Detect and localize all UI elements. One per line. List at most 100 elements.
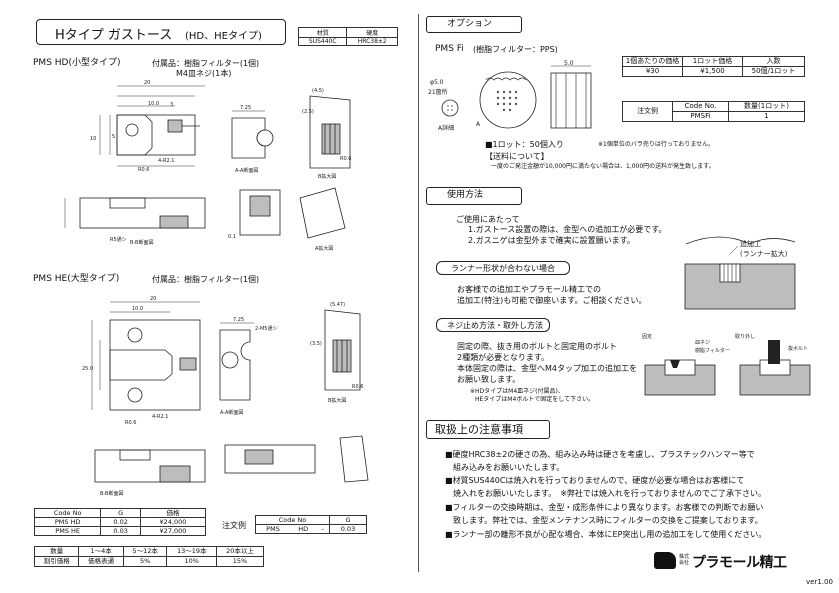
- screw-fig-bolt: 抜ボルト: [788, 345, 808, 352]
- svg-text:(3.5): (3.5): [310, 341, 322, 347]
- option-order-code: PMSFi: [672, 111, 729, 122]
- order-code-type: HD: [290, 524, 317, 534]
- handling-item-6: 致します。弊社では、金型メンテナンス時にフィルターの交換をご提案しております。: [445, 516, 763, 525]
- discount-table: 数量 1〜4本 5〜12本 13〜19本 20本以上 割引価格 価格表通 5% …: [33, 546, 264, 567]
- discount-qty-label: 数量: [33, 546, 80, 557]
- price-header-price: 価格: [140, 508, 206, 518]
- runner-text-1: お客様での追加工やプラモール精工での: [457, 285, 601, 294]
- option-title-box: オプション: [426, 16, 522, 33]
- order-code-prefix: PMS: [255, 524, 290, 534]
- he-end-view: [224, 444, 316, 474]
- price-value-he: ¥27,000: [140, 526, 206, 536]
- option-order-code-header: Code No.: [672, 101, 729, 112]
- handling-title: 取扱上の注意事項: [435, 423, 523, 436]
- order-code-g: 0.03: [328, 524, 368, 534]
- runner-label-2: (ランナー拡大): [740, 249, 788, 258]
- option-unit-price-header: 1個あたりの価格: [622, 56, 683, 67]
- svg-text:R5通シ: R5通シ: [110, 236, 127, 243]
- runner-label-1: 追加工: [740, 239, 761, 248]
- svg-text:10.0: 10.0: [132, 306, 143, 312]
- svg-text:R0.6: R0.6: [125, 420, 136, 426]
- he-section-bb: B-B断面図: [94, 449, 206, 497]
- screw-fig-filter: 樹脂フィルター: [695, 347, 730, 354]
- discount-rate-2: 5%: [122, 556, 168, 567]
- usage-title-box: 使用方法: [426, 187, 522, 205]
- hd-section-aa: 7.25 A-A断面図: [231, 105, 274, 174]
- runner-figure: 追加工 (ランナー拡大): [684, 236, 796, 310]
- svg-text:4-R2.1: 4-R2.1: [152, 414, 168, 420]
- option-unit-price: ¥30: [622, 66, 683, 77]
- screw-title-box: ネジ止め方法・取外し方法: [436, 318, 550, 332]
- runner-title: ランナー形状が合わない場合: [451, 264, 555, 273]
- screw-text-3: 本体固定の際は、金型へM4タップ加工の追加工を: [457, 364, 637, 373]
- he-detail-a: [339, 435, 369, 483]
- filter-dim-a: A: [476, 121, 481, 128]
- discount-rate-4: 15%: [216, 556, 264, 567]
- svg-text:R0.6: R0.6: [340, 156, 351, 162]
- price-header-g: G: [100, 508, 141, 518]
- lot-note: ■1ロット：50個入り: [485, 140, 564, 149]
- usage-title: 使用方法: [447, 190, 484, 200]
- svg-text:A拡大図: A拡大図: [315, 245, 333, 252]
- filter-dim-holes: 21箇所: [428, 88, 448, 96]
- company-logo: 株式会社 プラモール精工: [654, 551, 819, 571]
- order-header-g: G: [328, 515, 368, 525]
- screw-text-4: お願い致します。: [457, 375, 521, 384]
- svg-text:5: 5: [112, 134, 115, 140]
- screw-figure: 固定 皿ネジ 樹脂フィルター 取り外し 抜ボルト: [642, 333, 811, 396]
- svg-text:7.25: 7.25: [240, 105, 251, 111]
- page-subtitle: (HD、HEタイプ): [185, 31, 262, 42]
- lot-note-2: ※1個単位のバラ売りは行っておりません。: [598, 141, 715, 148]
- discount-qty-2: 5〜12本: [122, 546, 168, 557]
- svg-text:10: 10: [90, 136, 96, 142]
- hd-detail-b: (4.5) (2.5) R0.6 B拡大図: [302, 88, 351, 180]
- price-table: Code No G 価格 PMS HD 0.02 ¥24,000 PMS HE …: [33, 508, 206, 536]
- column-divider: [418, 14, 419, 572]
- he-m5-label: 2-M5通シ: [255, 325, 277, 332]
- handling-item-2: 組み込みをお願いいたします。: [445, 463, 565, 472]
- svg-text:0.1: 0.1: [228, 234, 236, 240]
- hd-accessory-2: M4皿ネジ(1本): [176, 69, 232, 78]
- order-example-table: Code No G PMS HD - 0.03: [255, 515, 368, 534]
- price-header-code: Code No: [33, 508, 102, 518]
- he-label-bb: B-B断面図: [100, 490, 124, 497]
- page-title: Hタイプ ガストース: [55, 28, 173, 43]
- price-g-hd: 0.02: [100, 517, 141, 527]
- runner-title-box: ランナー形状が合わない場合: [436, 261, 570, 275]
- svg-text:10.0: 10.0: [148, 101, 159, 107]
- table-row: PMS HD 0.02 ¥24,000: [33, 517, 206, 527]
- price-code-he: PMS HE: [33, 526, 102, 536]
- option-qty-header: 入数: [742, 56, 805, 67]
- discount-qty-3: 13〜19本: [166, 546, 217, 557]
- screw-text-1: 固定の際、抜き用のボルトと固定用のボルト: [457, 342, 617, 351]
- svg-text:A-A断面図: A-A断面図: [235, 167, 258, 174]
- he-drawings: 20 10.0 25.0 4-R2.1 R0.6 7.25 2-M5通シ A-A…: [82, 296, 369, 497]
- option-title: オプション: [447, 19, 493, 29]
- svg-text:B-B断面図: B-B断面図: [130, 239, 154, 246]
- option-qty: 50個/1ロット: [742, 66, 805, 77]
- svg-text:20: 20: [144, 80, 150, 86]
- screw-fig-remove-label: 取り外し: [735, 333, 755, 340]
- material-header: 材質: [297, 27, 348, 38]
- screw-fig-flat-screw: 皿ネジ: [695, 340, 710, 346]
- screw-fig-fix-label: 固定: [642, 333, 652, 340]
- hd-detail-a: A拡大図: [299, 187, 346, 252]
- svg-text:R0.6: R0.6: [138, 167, 149, 173]
- order-example-label: 注文例: [222, 521, 246, 530]
- svg-text:(2.5): (2.5): [302, 109, 314, 115]
- option-order-qty: 1: [727, 111, 806, 122]
- version-label: ver1.00: [806, 578, 833, 586]
- he-label-b: B拡大図: [328, 397, 346, 404]
- discount-rate-1: 価格表通: [78, 556, 124, 567]
- price-g-he: 0.03: [100, 526, 141, 536]
- logo-prefix: 株式会社: [679, 554, 690, 566]
- svg-text:20: 20: [150, 296, 156, 302]
- option-order-table: 注文例 Code No. 数量(1ロット) PMSFi 1: [622, 101, 806, 122]
- hd-section-bb: B-B断面図 R5通シ: [64, 197, 206, 246]
- option-price-table: 1個あたりの価格 1ロット価格 入数 ¥30 ¥1,500 50個/1ロット: [622, 56, 805, 77]
- shipping-title: 【送料について】: [485, 152, 549, 161]
- filter-detail-label: A詳細: [438, 124, 454, 132]
- price-value-hd: ¥24,000: [140, 517, 206, 527]
- handling-item-4: 焼入れをお願いいたします。 ※弊社では焼入れを行っておりませんのでご了承下さい。: [445, 489, 767, 498]
- option-heading-sub: (樹脂フィルター：PPS): [473, 45, 558, 54]
